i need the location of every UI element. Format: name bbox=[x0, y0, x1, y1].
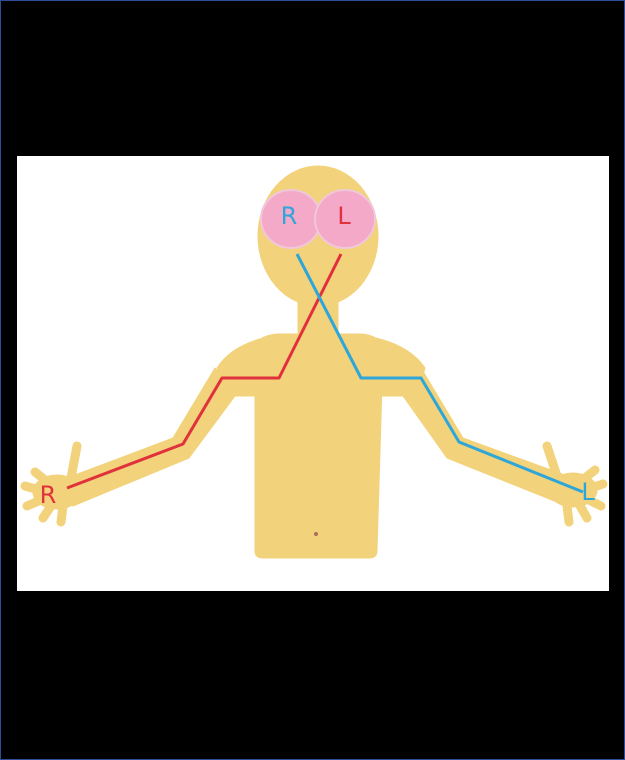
hand-label-r: R bbox=[40, 481, 57, 509]
diagram-panel: R L R L bbox=[17, 156, 609, 591]
brain-label-r: R bbox=[281, 202, 298, 230]
navel bbox=[314, 532, 318, 536]
hand-label-l: L bbox=[581, 478, 595, 506]
body-brain-diagram: R L R L bbox=[17, 156, 609, 591]
shoulders bbox=[217, 336, 425, 396]
arm-right bbox=[67, 368, 235, 506]
brain-label-l: L bbox=[337, 202, 351, 230]
